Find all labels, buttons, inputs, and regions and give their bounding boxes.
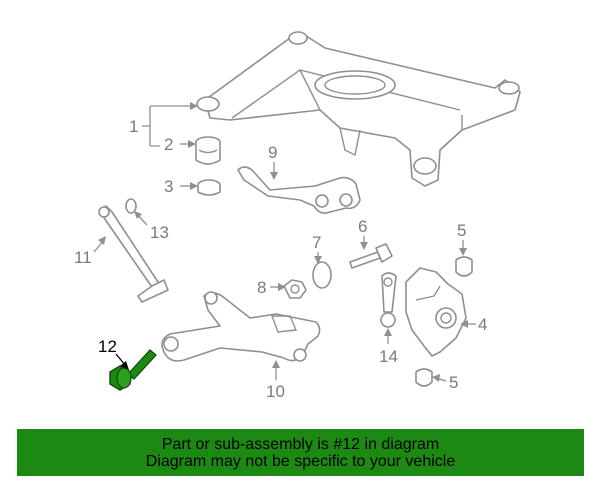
lower-control-arm xyxy=(161,291,321,362)
leader-lines xyxy=(93,102,476,382)
callout-7: 7 xyxy=(312,233,321,252)
callout-11: 11 xyxy=(74,248,92,267)
stabilizer-link xyxy=(98,205,169,303)
bushing-5-lower xyxy=(415,368,433,387)
bolt-6 xyxy=(349,243,393,269)
callout-6: 6 xyxy=(358,217,367,236)
callout-10: 10 xyxy=(266,382,285,401)
leader-1 xyxy=(142,105,196,147)
knuckle xyxy=(405,267,467,357)
upper-control-arm xyxy=(237,166,361,214)
subframe xyxy=(196,31,521,187)
callout-9: 9 xyxy=(268,143,277,162)
banner-line-disclaimer: Diagram may not be specific to your vehi… xyxy=(145,452,456,470)
nut-8 xyxy=(283,279,307,299)
callout-1: 1 xyxy=(129,117,138,136)
cam-bolt-highlighted xyxy=(109,349,157,391)
callout-3: 3 xyxy=(164,177,173,196)
bushing-5-upper xyxy=(455,256,473,277)
callout-13: 13 xyxy=(150,223,169,242)
banner-line-part: Part or sub-assembly is #12 in diagram xyxy=(161,435,440,453)
callout-labels: 1 2 3 4 5 5 6 7 8 9 10 11 12 13 14 xyxy=(74,117,487,401)
washer xyxy=(125,198,137,214)
callout-12: 12 xyxy=(98,337,117,356)
bushing xyxy=(195,136,221,165)
washer-bushing xyxy=(197,179,221,196)
toe-link xyxy=(380,272,397,328)
callout-2: 2 xyxy=(164,135,173,154)
callout-8: 8 xyxy=(257,278,266,297)
info-banner: Part or sub-assembly is #12 in diagram D… xyxy=(17,429,584,476)
callout-5-lower: 5 xyxy=(449,373,458,392)
seal-ring xyxy=(312,261,332,289)
callout-5-upper: 5 xyxy=(457,221,466,240)
callout-14: 14 xyxy=(379,347,398,366)
callout-4: 4 xyxy=(478,315,487,334)
